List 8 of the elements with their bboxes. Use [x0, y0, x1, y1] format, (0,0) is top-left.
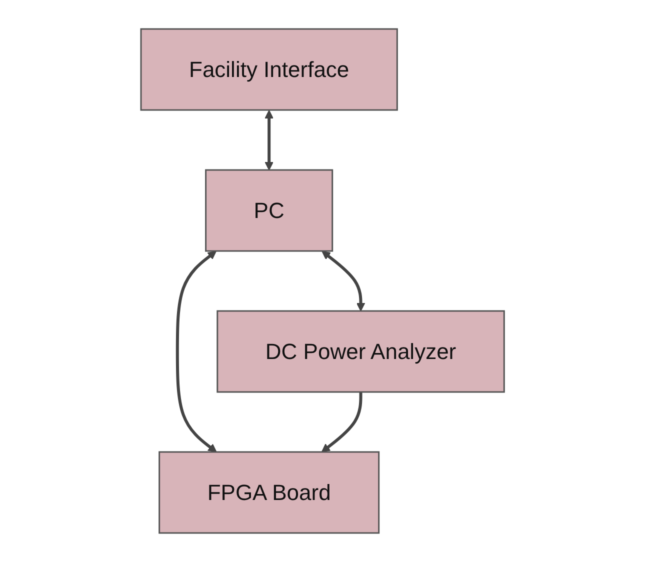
node-box: Facility Interface	[140, 28, 398, 111]
arrow	[176, 250, 218, 452]
node-box: FPGA Board	[159, 451, 380, 534]
arrow	[322, 250, 366, 312]
node-box: DC Power Analyzer	[217, 310, 506, 393]
arrow	[322, 392, 363, 452]
arrow	[265, 110, 274, 170]
node-box: PC	[205, 169, 334, 252]
